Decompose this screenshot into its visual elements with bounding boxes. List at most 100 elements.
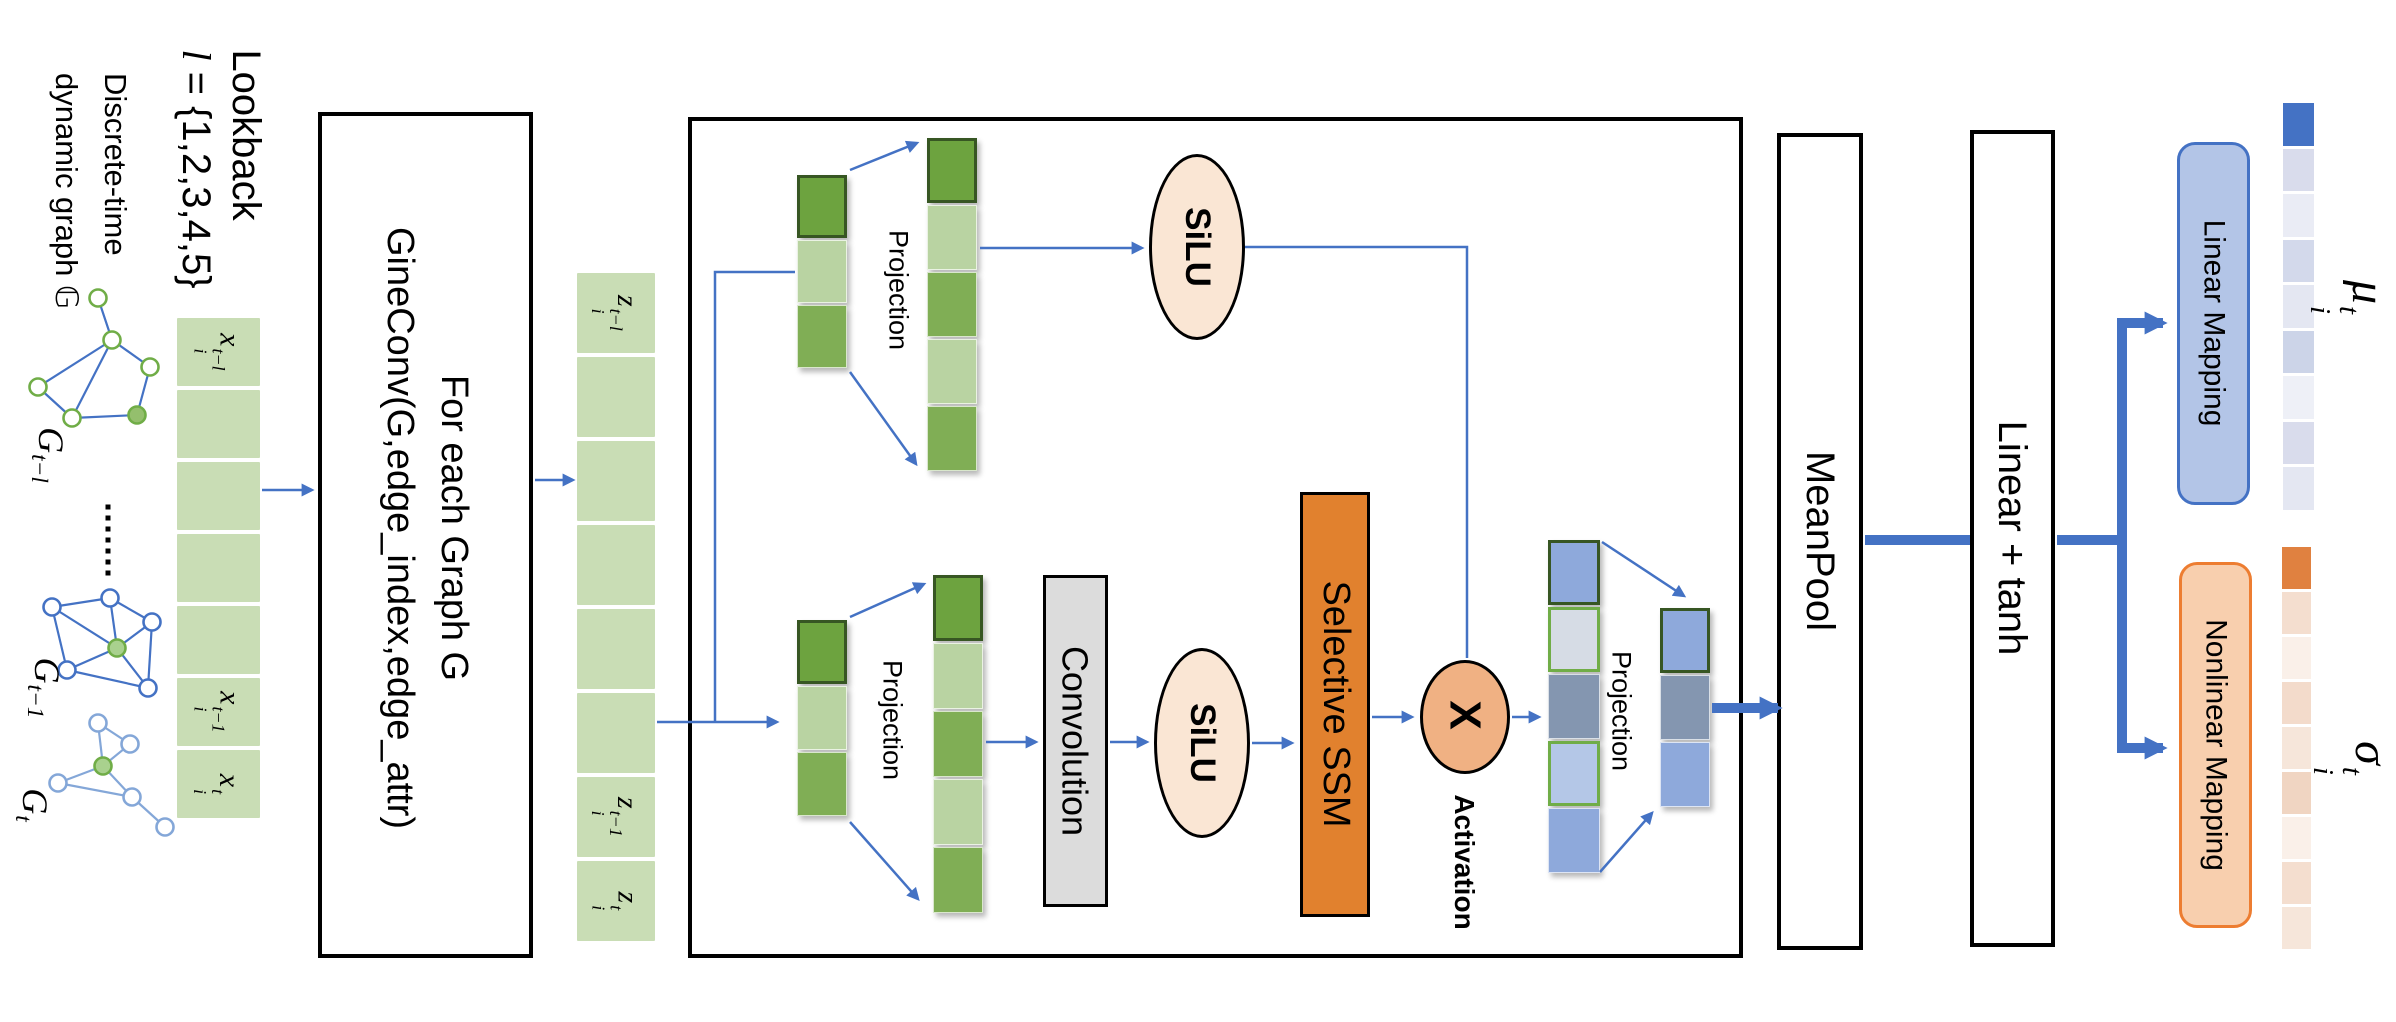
ellipsis-dot <box>105 548 111 554</box>
nonlinear-mapping-box <box>2179 562 2252 928</box>
lookback-heading: Lookback l = {1,2,3,4,5} <box>171 49 271 288</box>
embedding-cell <box>2282 817 2311 859</box>
vector-cell <box>797 686 847 750</box>
graph-edge <box>57 764 104 785</box>
convolution-label: Convolution <box>1054 645 1096 837</box>
linear-mapping-label: Linear Mapping <box>2197 219 2231 427</box>
meanpool-label: MeanPool <box>1798 450 1842 632</box>
embedding-cell <box>2283 285 2314 328</box>
embedding-cell <box>2282 727 2311 769</box>
vector-cell <box>1548 741 1600 806</box>
vector-cell <box>577 525 655 605</box>
graph-edge <box>37 339 113 388</box>
heading-line2: dynamic graph 𝔾 <box>49 73 84 309</box>
silu-ellipse-bottom <box>1154 648 1250 838</box>
graph-node <box>138 678 158 698</box>
graph-edge <box>108 597 119 649</box>
silu-label-top: SiLU <box>1178 207 1218 287</box>
graph-node <box>88 713 108 733</box>
final-projection-vector <box>1660 608 1710 807</box>
graph-edge <box>96 722 105 767</box>
graph-edge <box>57 781 133 799</box>
lookback-line1: Lookback <box>224 49 268 221</box>
graph-sketch-G_t_minus_l <box>28 288 160 428</box>
gineconv-box <box>318 112 533 958</box>
graph-edge <box>116 647 149 689</box>
vector-cell <box>577 441 655 521</box>
graph-edge <box>71 413 138 420</box>
bottom-projection-input-vector <box>797 620 847 816</box>
embedding-cell <box>2283 421 2314 464</box>
top-projection-output-vector <box>927 138 977 471</box>
graph-edge <box>146 621 154 689</box>
mu-embedding-column <box>2283 103 2314 510</box>
graph-node-highlighted <box>127 405 147 425</box>
convolution-box <box>1043 575 1108 907</box>
meanpool-box <box>1777 133 1863 950</box>
vector-cell <box>797 305 847 368</box>
vector-cell <box>797 175 847 238</box>
embedding-cell <box>2283 376 2314 419</box>
graph-edge <box>51 596 111 609</box>
vector-cell <box>927 138 977 203</box>
graph-node <box>140 357 160 377</box>
graph-edge <box>97 722 131 745</box>
vector-cell <box>1660 675 1710 740</box>
vector-cell <box>933 575 983 641</box>
ellipsis-dot <box>105 504 111 510</box>
embedding-cell <box>2282 907 2311 949</box>
graph-node <box>155 817 175 837</box>
graph-edge <box>116 621 153 649</box>
vector-cell <box>797 752 847 816</box>
dynamic-graph-heading: Discrete-time dynamic graph 𝔾 <box>41 73 139 309</box>
embedding-cell <box>2282 862 2311 904</box>
embedding-cell <box>2283 330 2314 373</box>
embedding-cell <box>2283 467 2314 510</box>
graph-edge <box>51 606 118 649</box>
vector-cell <box>1548 808 1600 873</box>
graph-edge <box>109 597 153 623</box>
graph-edge <box>66 646 118 672</box>
vector-cell <box>797 240 847 303</box>
ellipsis-dot <box>105 526 111 532</box>
top-projection-input-vector <box>797 175 847 368</box>
graph-edge <box>102 743 131 767</box>
linear-mapping-box <box>2177 142 2250 505</box>
graph-edge <box>66 668 149 690</box>
selective-ssm-label: Selective SSM <box>1314 580 1357 828</box>
gineconv-box-label: For each Graph G GineConv(G,edge_index,e… <box>379 226 475 830</box>
heading-line1: Discrete-time <box>97 73 133 256</box>
graph-edge <box>111 339 151 368</box>
vector-cell <box>1548 607 1600 672</box>
embedding-cell <box>2283 239 2314 282</box>
graph-node <box>122 787 142 807</box>
graph-node <box>120 734 140 754</box>
graph-node <box>62 408 82 428</box>
silu-label-bottom: SiLU <box>1183 703 1223 783</box>
graph-edge <box>135 366 152 416</box>
vector-cell <box>927 272 977 337</box>
vector-cell <box>927 406 977 471</box>
silu-ellipse-top <box>1149 154 1245 340</box>
lookback-line2: l = {1,2,3,4,5} <box>174 49 219 289</box>
vector-cell <box>933 643 983 709</box>
vector-cell <box>577 693 655 773</box>
embedding-cell <box>2283 103 2314 146</box>
graph-label-g-t: Gt <box>9 788 55 822</box>
ellipsis-dots <box>105 502 111 579</box>
embedding-cell <box>2282 592 2311 634</box>
multiply-label: X <box>1440 700 1490 730</box>
embedding-cell <box>2283 194 2314 237</box>
projection-label-output: Projection <box>1606 650 1637 772</box>
graph-node <box>28 377 48 397</box>
vector-cell <box>1660 742 1710 807</box>
ellipsis-dot <box>105 537 111 543</box>
graph-edge <box>71 339 113 419</box>
graph-node <box>42 597 62 617</box>
